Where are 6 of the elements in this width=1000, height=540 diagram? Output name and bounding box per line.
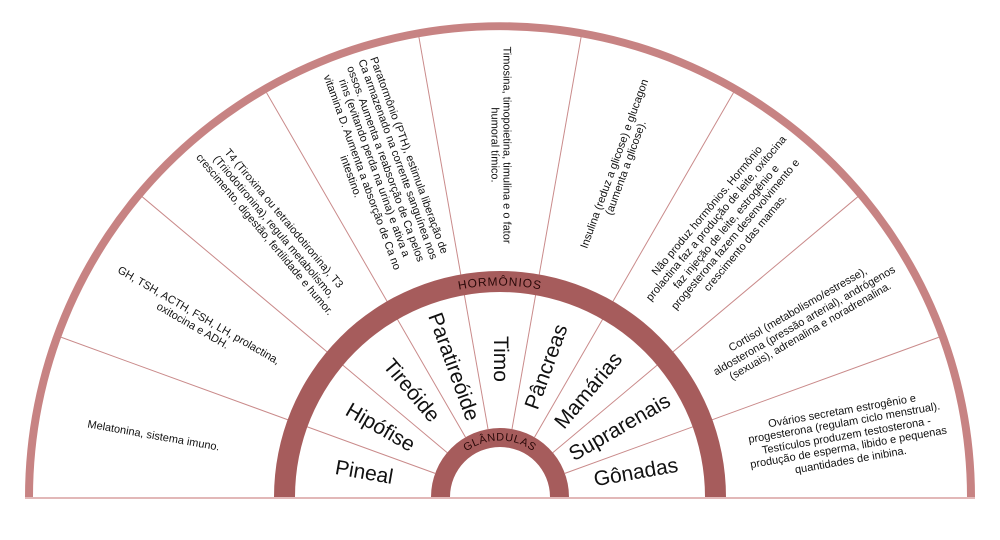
hormone-description: Timosina, timopoietina, timulina e o fator humoral tímico. bbox=[452, 38, 548, 252]
ring-band bbox=[431, 428, 569, 497]
hormone-description: Melatonina, sistema imuno. bbox=[39, 370, 268, 502]
band-title: HORMÔNIOS bbox=[456, 274, 544, 293]
band-title: GLÂNDULAS bbox=[461, 431, 539, 454]
gland-name: Timo bbox=[483, 294, 517, 424]
